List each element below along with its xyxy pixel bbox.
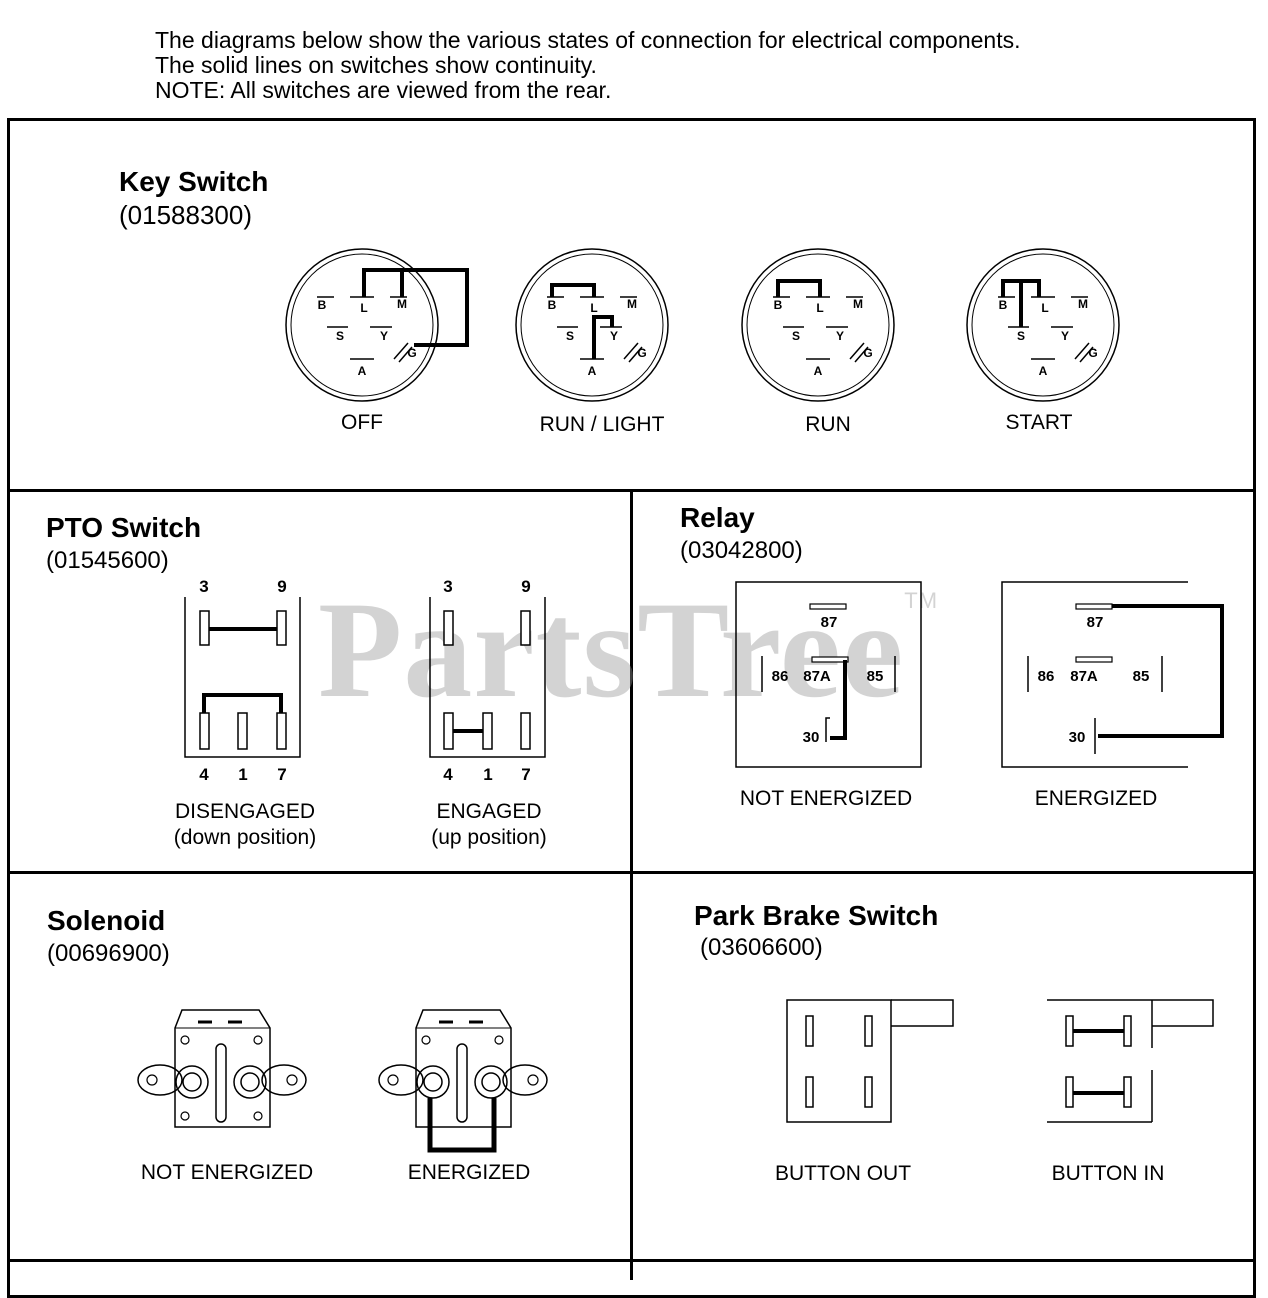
key-switch-4-terminal-a: A	[1039, 364, 1048, 378]
key-switch-2-terminal-y: Y	[610, 329, 618, 343]
park-brake-button-in-diagram	[1047, 999, 1214, 1123]
key-switch-4-terminal-b: B	[999, 298, 1008, 312]
intro-line-3: NOTE: All switches are viewed from the r…	[155, 77, 612, 103]
key-switch-3-terminal-m: M	[853, 297, 863, 311]
intro-line-1: The diagrams below show the various stat…	[155, 27, 1021, 53]
relay-not-energized-label: NOT ENERGIZED	[739, 787, 913, 810]
key-switch-4-terminal-g: G	[1088, 346, 1097, 360]
relay2-terminal-87a: 87A	[1070, 668, 1098, 685]
key-switch-4-terminal-y: Y	[1061, 329, 1069, 343]
relay2-terminal-85: 85	[1133, 668, 1150, 685]
relay2-terminal-86: 86	[1038, 668, 1055, 685]
key-switch-1-terminal-l: L	[360, 301, 367, 315]
park-brake-button-in-label: BUTTON IN	[1051, 1162, 1165, 1185]
pto-left-pin-9: 9	[277, 577, 286, 596]
pto-right-pin-1: 1	[483, 765, 492, 784]
park-brake-title: Park Brake Switch	[694, 900, 939, 931]
pto-switch-title: PTO Switch	[46, 512, 202, 543]
relay-part-number: (03042800)	[680, 537, 803, 564]
relay1-terminal-87a: 87A	[803, 668, 831, 685]
key-switch-1-terminal-m: M	[397, 297, 407, 311]
pto-left-pin-4: 4	[199, 765, 209, 784]
key-switch-off-diagram	[285, 248, 469, 402]
pto-engaged-note: (up position)	[431, 826, 547, 849]
solenoid-energized-diagram	[378, 1009, 548, 1153]
pto-left-pin-1: 1	[238, 765, 247, 784]
solenoid-energized-label: ENERGIZED	[407, 1161, 531, 1184]
key-switch-3-terminal-b: B	[774, 298, 783, 312]
key-switch-3-terminal-y: Y	[836, 329, 844, 343]
key-switch-1-terminal-s: S	[336, 329, 344, 343]
pto-disengaged-note: (down position)	[173, 826, 317, 849]
key-switch-run-light-diagram	[515, 248, 669, 402]
pto-left-pin-3: 3	[199, 577, 208, 596]
relay1-terminal-86: 86	[772, 668, 789, 685]
key-switch-2-terminal-g: G	[637, 346, 646, 360]
pto-right-pin-7: 7	[521, 765, 530, 784]
key-start-label: START	[1005, 411, 1073, 434]
relay1-terminal-85: 85	[867, 668, 884, 685]
pto-engaged-label: ENGAGED	[436, 800, 542, 823]
partstree-watermark: PartsTreeTM	[318, 570, 938, 729]
key-switch-terminal-letters: B L M S Y G A B L M S Y G A B L M S Y G A B L M S Y G A	[318, 297, 1098, 378]
park-brake-part-number: (03606600)	[700, 934, 823, 961]
key-run-light-label: RUN / LIGHT	[539, 413, 665, 436]
pto-right-pin-9: 9	[521, 577, 530, 596]
key-switch-1-terminal-b: B	[318, 298, 327, 312]
relay1-terminal-30: 30	[803, 729, 820, 746]
key-switch-2-terminal-l: L	[590, 301, 597, 315]
key-switch-1-terminal-g: G	[407, 346, 416, 360]
park-brake-button-out-label: BUTTON OUT	[774, 1162, 912, 1185]
key-switch-2-terminal-a: A	[588, 364, 597, 378]
key-switch-1-terminal-a: A	[358, 364, 367, 378]
pto-right-pin-3: 3	[443, 577, 452, 596]
key-switch-title: Key Switch	[119, 166, 269, 197]
pto-engaged-diagram	[429, 597, 546, 758]
solenoid-not-energized-diagram	[137, 1009, 307, 1128]
relay1-terminal-87: 87	[821, 614, 838, 631]
key-switch-4-terminal-m: M	[1078, 297, 1088, 311]
key-switch-2-terminal-m: M	[627, 297, 637, 311]
key-switch-2-terminal-b: B	[548, 298, 557, 312]
key-switch-start-diagram	[966, 248, 1120, 402]
pto-switch-part-number: (01545600)	[46, 547, 169, 574]
relay-title: Relay	[680, 502, 755, 533]
solenoid-not-energized-label: NOT ENERGIZED	[140, 1161, 314, 1184]
park-brake-button-out-diagram	[786, 999, 954, 1123]
relay2-terminal-30: 30	[1069, 729, 1086, 746]
key-switch-4-terminal-l: L	[1041, 301, 1048, 315]
relay-not-energized-diagram	[735, 581, 922, 768]
key-switch-2-terminal-s: S	[566, 329, 574, 343]
key-switch-3-terminal-s: S	[792, 329, 800, 343]
key-switch-3-terminal-a: A	[814, 364, 823, 378]
intro-line-2: The solid lines on switches show continu…	[155, 52, 597, 78]
key-switch-4-terminal-s: S	[1017, 329, 1025, 343]
pto-left-pin-7: 7	[277, 765, 286, 784]
relay2-terminal-87: 87	[1087, 614, 1104, 631]
key-switch-3-terminal-g: G	[863, 346, 872, 360]
relay-energized-diagram	[1001, 581, 1224, 768]
pto-right-pin-4: 4	[443, 765, 453, 784]
key-switch-run-diagram	[741, 248, 895, 402]
pto-disengaged-label: DISENGAGED	[174, 800, 316, 823]
key-run-label: RUN	[805, 413, 851, 436]
relay-energized-label: ENERGIZED	[1034, 787, 1158, 810]
watermark-text: PartsTree	[318, 573, 905, 726]
key-switch-3-terminal-l: L	[816, 301, 823, 315]
key-switch-part-number: (01588300)	[119, 200, 252, 230]
key-switch-1-terminal-y: Y	[380, 329, 388, 343]
pto-disengaged-diagram	[184, 597, 301, 758]
key-off-label: OFF	[341, 411, 383, 434]
intro-text: The diagrams below show the various stat…	[155, 28, 1021, 103]
divider-vertical	[630, 489, 633, 1280]
solenoid-title: Solenoid	[47, 905, 166, 936]
solenoid-part-number: (00696900)	[47, 940, 170, 967]
